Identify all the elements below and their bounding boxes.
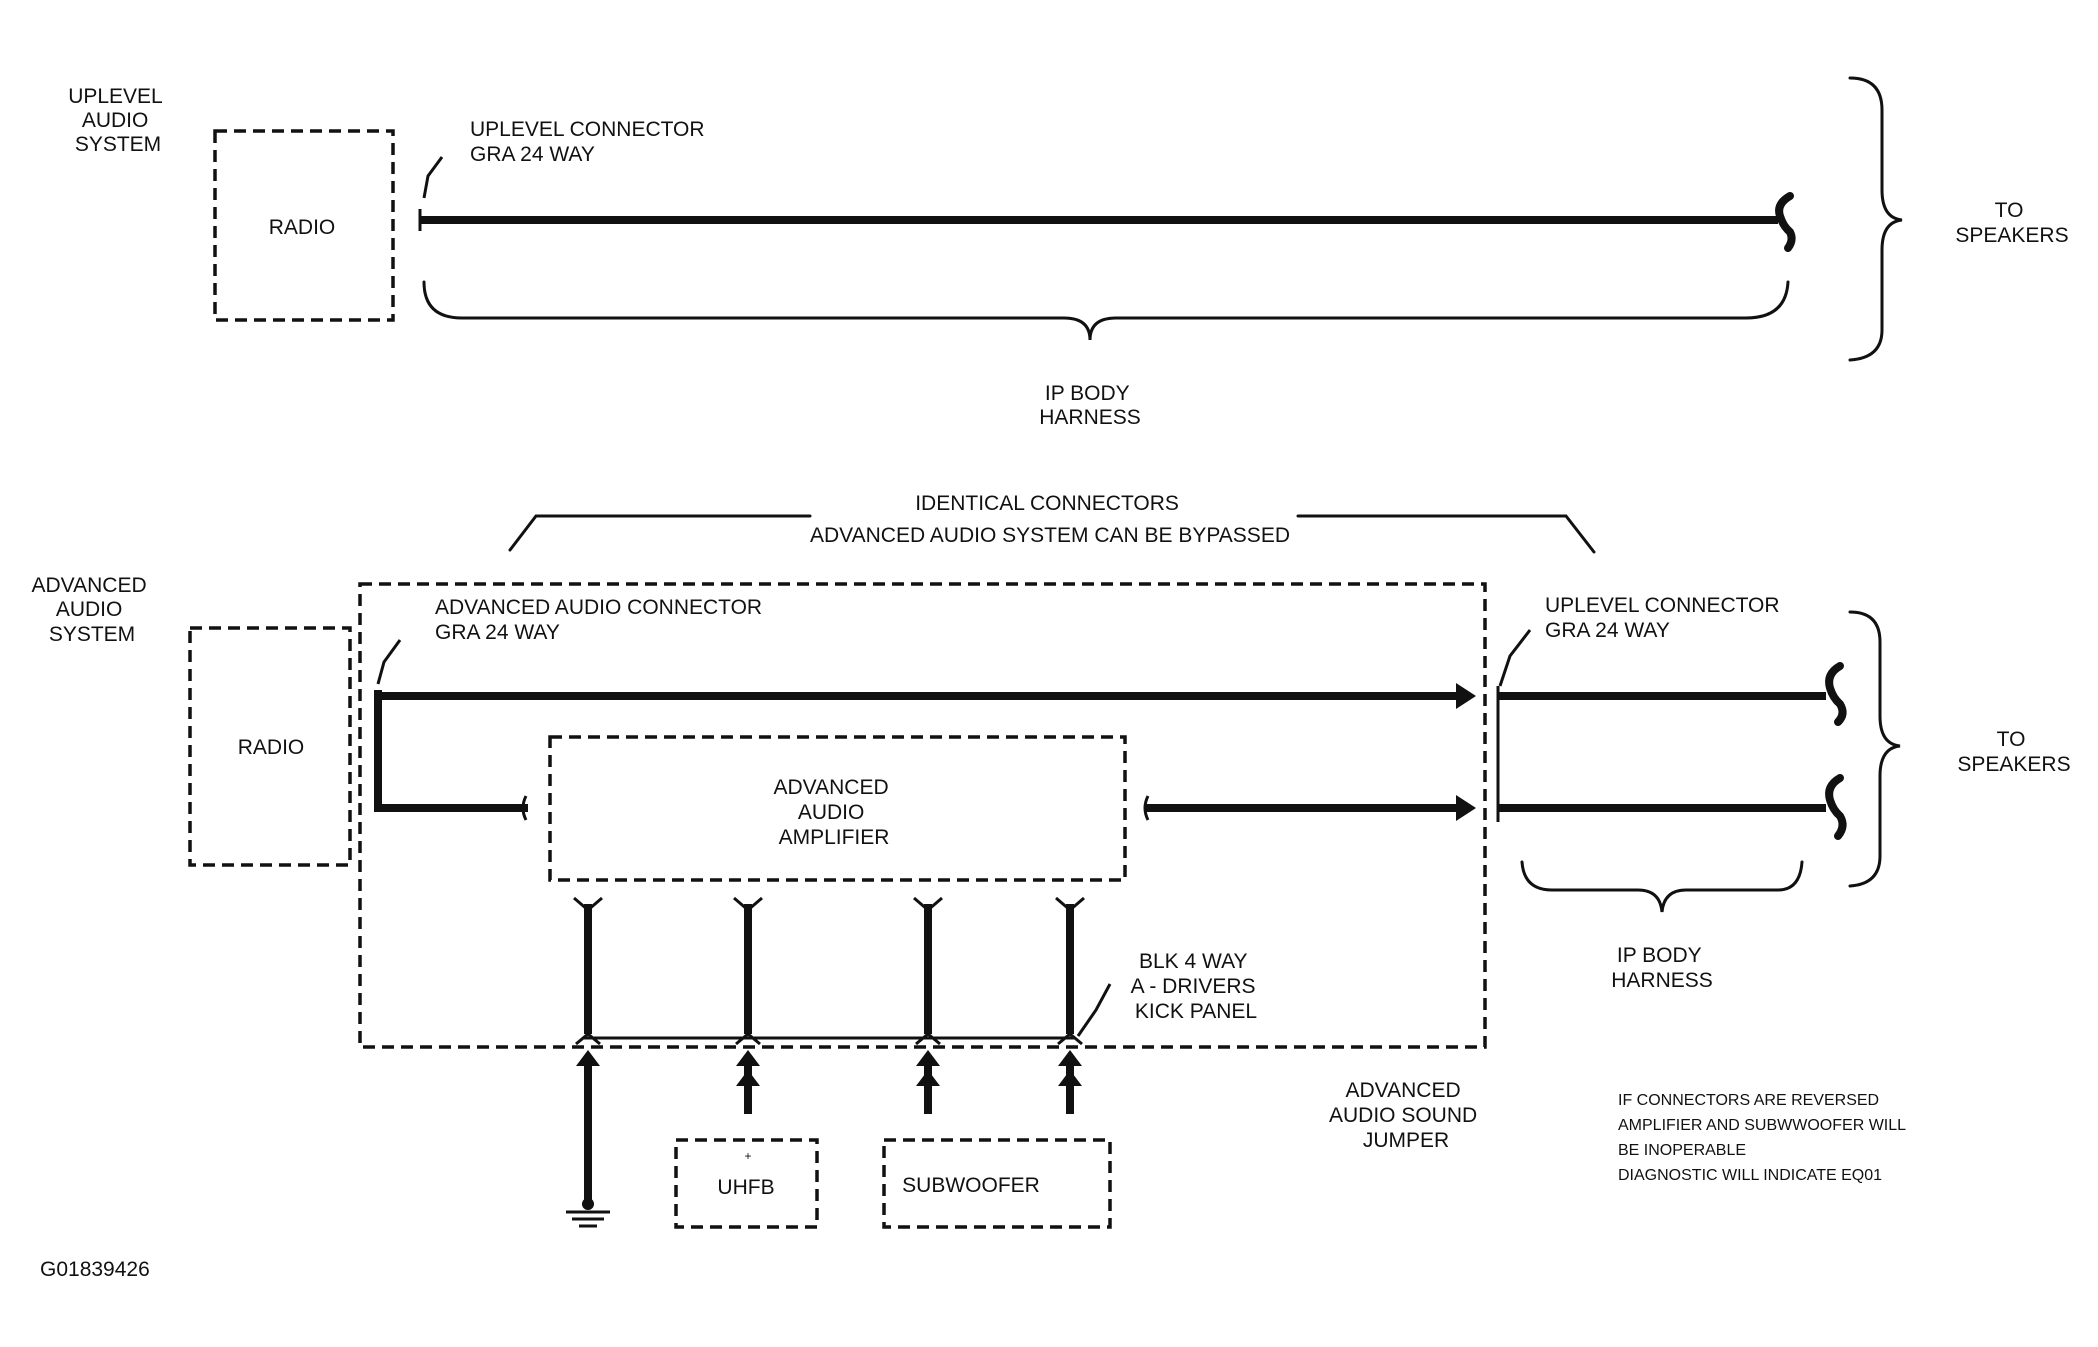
lower-speakers-brace: [1848, 610, 1901, 888]
subwoofer-feed-arrow-1b: [916, 1070, 940, 1086]
advanced-audio-amplifier-label: ADVANCED AUDIO AMPLIFIER: [774, 776, 895, 849]
speaker-connector-top: [1825, 662, 1847, 726]
speaker-connector-bottom: [1825, 774, 1847, 840]
subwoofer-box: [882, 1138, 1112, 1229]
blk-wire-ground-cap: [573, 896, 603, 912]
advanced-audio-sound-jumper-label: ADVANCED AUDIO SOUND JUMPER: [1329, 1079, 1483, 1152]
amplifier-input-connector: [521, 795, 528, 821]
lower-ip-body-harness-brace: [1520, 860, 1804, 913]
uplevel-radio-label: RADIO: [269, 216, 336, 239]
subwoofer-feed-arrow-1a: [916, 1050, 940, 1066]
lower-uplevel-connector-leader: [1498, 629, 1532, 687]
advanced-audio-sound-jumper-box: [358, 582, 1487, 1049]
uhfb-feed-arrow-1: [736, 1050, 760, 1066]
blk-4-way-label: BLK 4 WAY A - DRIVERS KICK PANEL: [1131, 950, 1262, 1023]
blk-4-way-connector-wires: [573, 896, 1085, 1046]
connector-reversal-note: IF CONNECTORS ARE REVERSED AMPLIFIER AND…: [1618, 1092, 1910, 1184]
blk-end-3: [915, 1032, 941, 1046]
blk-wire-subwoofer-1-cap: [913, 896, 943, 912]
advanced-top-wire-arrow: [1456, 683, 1476, 709]
figure-id: G01839426: [40, 1258, 150, 1281]
subwoofer-feed-arrow-2a: [1058, 1050, 1082, 1066]
advanced-connector-leader: [376, 639, 402, 685]
advanced-audio-amplifier-box: [548, 735, 1127, 882]
uplevel-audio-system: UPLEVEL AUDIO SYSTEM RADIO UPLEVEL CONNE…: [68, 76, 2069, 429]
uplevel-connector-leader: [422, 156, 444, 199]
uplevel-radio-box: [213, 129, 395, 322]
identical-connectors-note: IDENTICAL CONNECTORS ADVANCED AUDIO SYST…: [508, 492, 1596, 554]
advanced-connector-label: ADVANCED AUDIO CONNECTOR GRA 24 WAY: [435, 596, 768, 644]
lower-uplevel-connector-label: UPLEVEL CONNECTOR GRA 24 WAY: [1545, 594, 1785, 642]
uplevel-speaker-connector: [1775, 192, 1796, 252]
blk-end-2: [735, 1032, 761, 1046]
advanced-radio-box: [188, 626, 352, 867]
lower-harness-label: IP BODY HARNESS: [1611, 944, 1713, 992]
blk-wire-subwoofer-2-cap: [1055, 896, 1085, 912]
ground-feed-arrow: [576, 1050, 600, 1066]
identical-connectors-text: IDENTICAL CONNECTORS ADVANCED AUDIO SYST…: [810, 492, 1290, 547]
blk-end-1: [575, 1032, 601, 1046]
advanced-system-label: ADVANCED AUDIO SYSTEM: [32, 574, 153, 646]
subwoofer-label: SUBWOOFER: [902, 1174, 1040, 1197]
subwoofer-feed-arrow-2b: [1058, 1070, 1082, 1086]
amplifier-output-arrow: [1456, 795, 1476, 821]
ground-icon: [566, 1198, 610, 1228]
identical-brace-left: [508, 514, 812, 552]
advanced-audio-system: ADVANCED AUDIO SYSTEM RADIO ADVANCED AUD…: [32, 574, 2071, 1229]
uhfb-plus-icon: +: [744, 1149, 751, 1163]
uplevel-speakers-label: TO SPEAKERS: [1955, 199, 2068, 247]
blk-4-way-leader: [1076, 983, 1112, 1037]
uplevel-ip-body-harness-brace: [422, 280, 1790, 341]
blk-end-4: [1057, 1032, 1083, 1046]
uplevel-connector-label: UPLEVEL CONNECTOR GRA 24 WAY: [470, 118, 710, 166]
lower-speakers-label: TO SPEAKERS: [1957, 728, 2070, 776]
uplevel-speakers-brace: [1848, 76, 1903, 362]
uplevel-harness-label: IP BODY HARNESS: [1039, 382, 1141, 429]
uhfb-feed-arrow-2: [736, 1070, 760, 1086]
blk-wire-uhfb-cap: [733, 896, 763, 912]
uplevel-system-label: UPLEVEL AUDIO SYSTEM: [68, 85, 168, 156]
uhfb-label: UHFB: [717, 1176, 774, 1199]
identical-brace-right: [1296, 514, 1596, 554]
lower-feed-wires: [576, 1050, 1082, 1204]
amplifier-output-connector: [1143, 795, 1150, 821]
advanced-radio-label: RADIO: [238, 736, 305, 759]
